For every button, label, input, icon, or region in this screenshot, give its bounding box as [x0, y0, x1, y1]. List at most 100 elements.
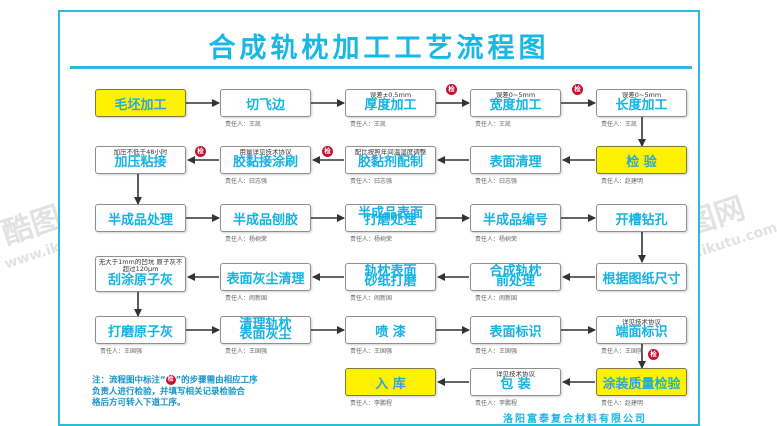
step-label-top: 轨枕表面	[364, 264, 417, 279]
step-label-top: 清理轨枕	[239, 317, 292, 332]
step-responsible: 责任人：王凯	[601, 121, 638, 128]
step-label: 宽度加工	[489, 98, 542, 113]
step-responsible: 责任人：王国强	[225, 348, 268, 355]
step-press-bond: 加压不低于48小时 加压粘接	[95, 146, 186, 174]
step-responsible: 责任人：王凯	[350, 121, 387, 128]
company-name: 洛阳富泰复合材料有限公司	[503, 414, 647, 425]
step-semi-number: 半成品编号	[470, 204, 561, 232]
step-note: 无大于1mm的凹坑 原子灰不超过120μm	[98, 259, 183, 273]
step-adhesive-mix: 配比按照年间温湿度调整 胶黏剂配制	[345, 146, 436, 174]
step-label: 加压粘接	[114, 155, 167, 170]
footnote-line3: 格后方可转入下道工序。	[92, 397, 186, 408]
footnote-line2: 负责人进行检验，并填写相关记录检验合	[92, 386, 246, 397]
step-responsible: 责任人：王国强	[475, 348, 518, 355]
step-label: 半成品处理	[107, 213, 173, 228]
step-label-top: 半成品表面	[357, 206, 423, 221]
step-semi-surface: 半成品表面 打磨处理	[345, 204, 436, 232]
step-responsible: 责任人：王国强	[100, 348, 143, 355]
step-length: 误差0~5mm 长度加工	[596, 89, 687, 117]
step-label: 包 装	[500, 377, 531, 392]
step-responsible: 责任人：闹新国	[225, 295, 268, 302]
step-surface-mark: 表面标识	[470, 316, 561, 344]
step-label: 入 库	[375, 377, 406, 392]
step-label: 毛坯加工	[114, 98, 167, 113]
diagram-title: 合成轨枕加工工艺流程图	[208, 33, 550, 64]
step-clean-dust: 清理轨枕 表面灰尘	[220, 316, 311, 344]
step-label: 厚度加工	[364, 98, 417, 113]
step-thickness: 误差±0.5mm 厚度加工	[345, 89, 436, 117]
step-slot-drill: 开槽钻孔	[596, 204, 687, 232]
step-responsible: 责任人：闹新国	[350, 295, 393, 302]
check-marker-2: 检	[572, 84, 583, 95]
step-label: 表面灰尘	[239, 327, 292, 342]
step-end-mark: 详见技术协议 端面标识	[596, 316, 687, 344]
step-inspection: 检 验	[596, 146, 687, 174]
step-responsible: 责任人：赵建明	[601, 400, 644, 407]
title-divider	[70, 66, 692, 69]
step-semi-plane: 半成品刨胶	[220, 204, 311, 232]
step-label: 涂装质量检验	[602, 377, 681, 392]
step-label: 胶黏接涂刷	[232, 155, 298, 170]
step-label: 端面标识	[615, 325, 668, 340]
step-responsible: 责任人：王凯	[225, 121, 262, 128]
step-responsible: 责任人：杨树荣	[225, 236, 268, 243]
step-putty-sand: 打磨原子灰	[95, 316, 186, 344]
step-label: 检 验	[626, 155, 657, 170]
step-warehouse: 入 库	[345, 368, 436, 396]
step-label: 半成品刨胶	[232, 213, 298, 228]
footnote-line1-b: ”的步骤需由相应工序	[175, 375, 258, 386]
step-note: 用量详见技术协议	[239, 149, 292, 156]
check-marker-5: 检	[648, 349, 659, 360]
step-putty-apply: 无大于1mm的凹坑 原子灰不超过120μm 刮涂原子灰	[95, 256, 186, 292]
step-note: 误差0~5mm	[621, 92, 662, 99]
step-responsible: 责任人：曰志强	[350, 178, 393, 185]
step-dust-clean: 表面灰尘清理	[220, 263, 311, 291]
step-width: 误差0~5mm 宽度加工	[470, 89, 561, 117]
step-label: 胶黏剂配制	[357, 155, 423, 170]
step-note: 详见技术协议	[622, 319, 661, 326]
step-label: 喷 漆	[375, 325, 406, 340]
step-note: 配比按照年间温湿度调整	[354, 149, 427, 156]
step-coating-inspection: 涂装质量检验	[596, 368, 687, 396]
step-note: 误差0~5mm	[495, 92, 536, 99]
step-responsible: 责任人：闹新国	[475, 295, 518, 302]
step-cut-flash: 切飞边	[220, 89, 311, 117]
step-responsible: 责任人：李鹏程	[475, 400, 518, 407]
step-label: 刮涂原子灰	[107, 273, 173, 288]
check-marker-1: 检	[446, 84, 457, 95]
step-blank-processing: 毛坯加工	[95, 89, 186, 117]
step-surface-clean: 表面清理	[470, 146, 561, 174]
step-label: 前处理	[495, 274, 535, 289]
step-note: 加压不低于48小时	[113, 149, 168, 156]
step-note: 误差±0.5mm	[369, 92, 412, 99]
step-label: 砂纸打磨	[364, 274, 417, 289]
step-adhesive-brush: 用量详见技术协议 胶黏接涂刷	[220, 146, 311, 174]
step-pre-treatment: 合成轨枕 前处理	[470, 263, 561, 291]
step-responsible: 责任人：杨树荣	[475, 236, 518, 243]
footnote: 注：流程图中标注“检”的步骤需由相应工序 负责人进行检验，并填写相关记录检验合 …	[92, 375, 342, 409]
step-label: 打磨原子灰	[107, 325, 173, 340]
step-packaging: 详见技术协议 包 装	[470, 368, 561, 396]
step-label: 表面标识	[489, 325, 542, 340]
step-responsible: 责任人：王凯	[475, 121, 512, 128]
step-label: 长度加工	[615, 98, 668, 113]
step-label-top: 合成轨枕	[489, 264, 542, 279]
step-label: 根据图纸尺寸	[602, 272, 681, 287]
step-responsible: 责任人：杨树荣	[350, 236, 393, 243]
step-sand-surface: 轨枕表面 砂纸打磨	[345, 263, 436, 291]
step-label: 表面灰尘清理	[226, 272, 305, 287]
step-label: 切飞边	[245, 98, 285, 113]
footnote-line1-a: 注：流程图中标注“	[92, 375, 166, 386]
check-marker-3: 检	[195, 146, 206, 157]
step-note: 详见技术协议	[496, 371, 535, 378]
check-marker-4: 检	[322, 146, 333, 157]
step-drawing-size: 根据图纸尺寸	[596, 263, 687, 291]
step-spray-paint: 喷 漆	[345, 316, 436, 344]
step-label: 打磨处理	[364, 213, 417, 228]
step-responsible: 责任人：李鹏程	[350, 400, 393, 407]
step-responsible: 责任人：王国强	[350, 348, 393, 355]
step-responsible: 责任人：赵建明	[601, 178, 644, 185]
step-label: 表面清理	[489, 155, 542, 170]
step-label: 开槽钻孔	[615, 213, 668, 228]
